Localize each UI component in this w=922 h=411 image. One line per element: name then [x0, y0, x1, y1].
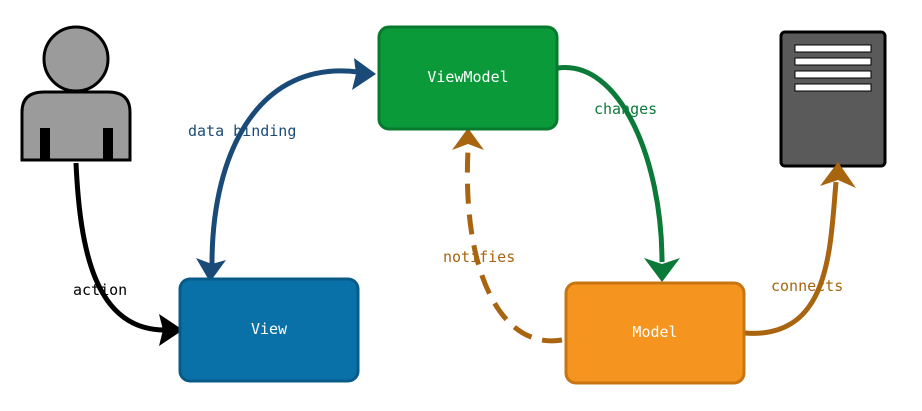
- view-label: View: [251, 320, 288, 338]
- arrowhead-connects: [820, 162, 856, 188]
- edge-action: [73, 162, 183, 346]
- edge-connects: [743, 162, 856, 336]
- arrowhead-data-binding-bottom: [196, 258, 226, 282]
- server-icon: [779, 30, 887, 168]
- edge-label-connects: connects: [771, 277, 843, 295]
- arrowhead-data-binding-top: [352, 58, 376, 90]
- arrowhead-changes: [644, 258, 680, 282]
- arrowhead-action: [159, 314, 183, 346]
- node-view: View: [178, 277, 360, 383]
- node-viewmodel: ViewModel: [377, 25, 559, 131]
- user-icon: [20, 25, 132, 162]
- edge-changes: [557, 65, 680, 282]
- edge-data-binding: [196, 58, 376, 282]
- edge-label-changes: changes: [594, 100, 657, 118]
- edge-label-data-binding: data binding: [188, 122, 296, 140]
- node-model: Model: [564, 281, 746, 385]
- edge-label-action: action: [73, 281, 127, 299]
- viewmodel-label: ViewModel: [427, 68, 508, 86]
- edge-notifies: [452, 128, 563, 344]
- model-label: Model: [632, 323, 677, 341]
- arrowhead-notifies: [452, 128, 484, 150]
- edge-label-notifies: notifies: [443, 248, 515, 266]
